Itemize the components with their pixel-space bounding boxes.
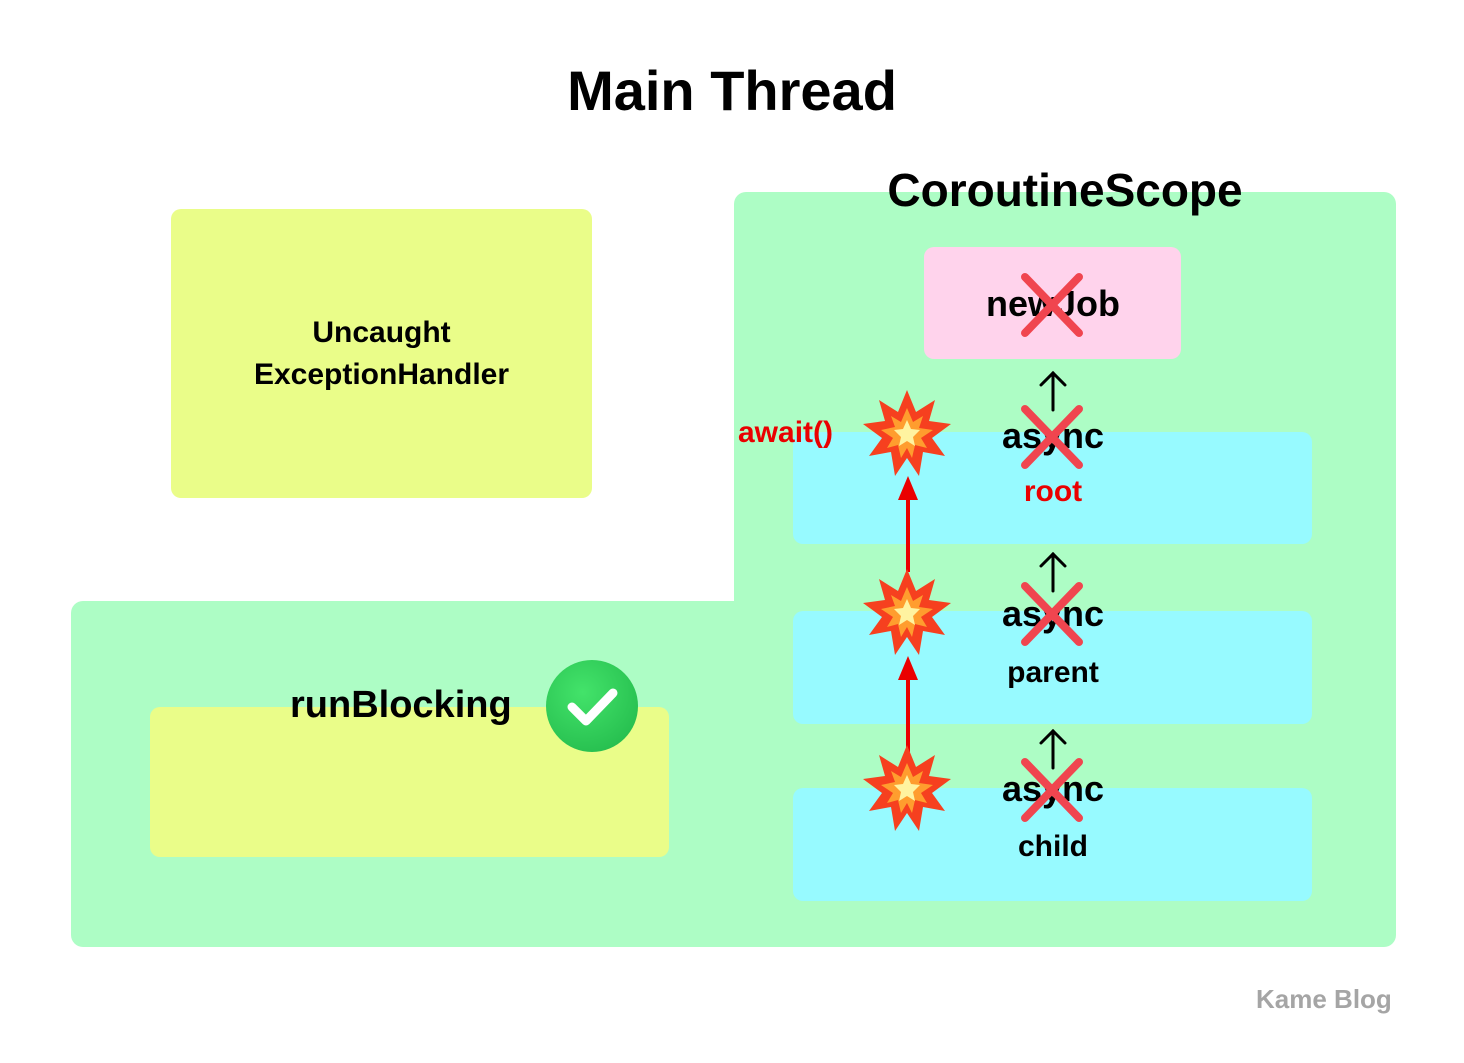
async-parent-role: parent [1007,656,1099,689]
await-label: await() [738,416,834,449]
up-arrow-icon [1039,551,1067,593]
diagram-title: Main Thread [567,59,897,122]
explosion-icon [863,390,951,476]
async-root-role: root [1023,475,1083,508]
exception-propagation-arrow-parent-to-root [898,476,918,572]
exception-propagation-arrow-child-to-parent [898,656,918,752]
explosion-icon [863,569,951,655]
coroutine-scope-label: CoroutineScope [887,164,1243,216]
check-mark-icon [546,660,638,752]
cross-mark-icon [1025,409,1079,465]
cross-mark-icon [1025,586,1079,642]
up-arrow-icon [1039,728,1067,770]
explosion-icon [863,745,951,831]
run-blocking-label: runBlocking [290,684,512,726]
cross-mark-icon [1025,762,1079,818]
cross-mark-icon [1025,277,1079,333]
uncaught-exception-handler-box: Uncaught ExceptionHandler [171,209,592,498]
handler-label-line2: ExceptionHandler [253,357,510,391]
up-arrow-icon [1039,370,1067,412]
handler-label-line1: Uncaught [312,315,451,349]
async-child-role: child [1017,830,1088,863]
watermark: Kame Blog [1256,984,1392,1014]
